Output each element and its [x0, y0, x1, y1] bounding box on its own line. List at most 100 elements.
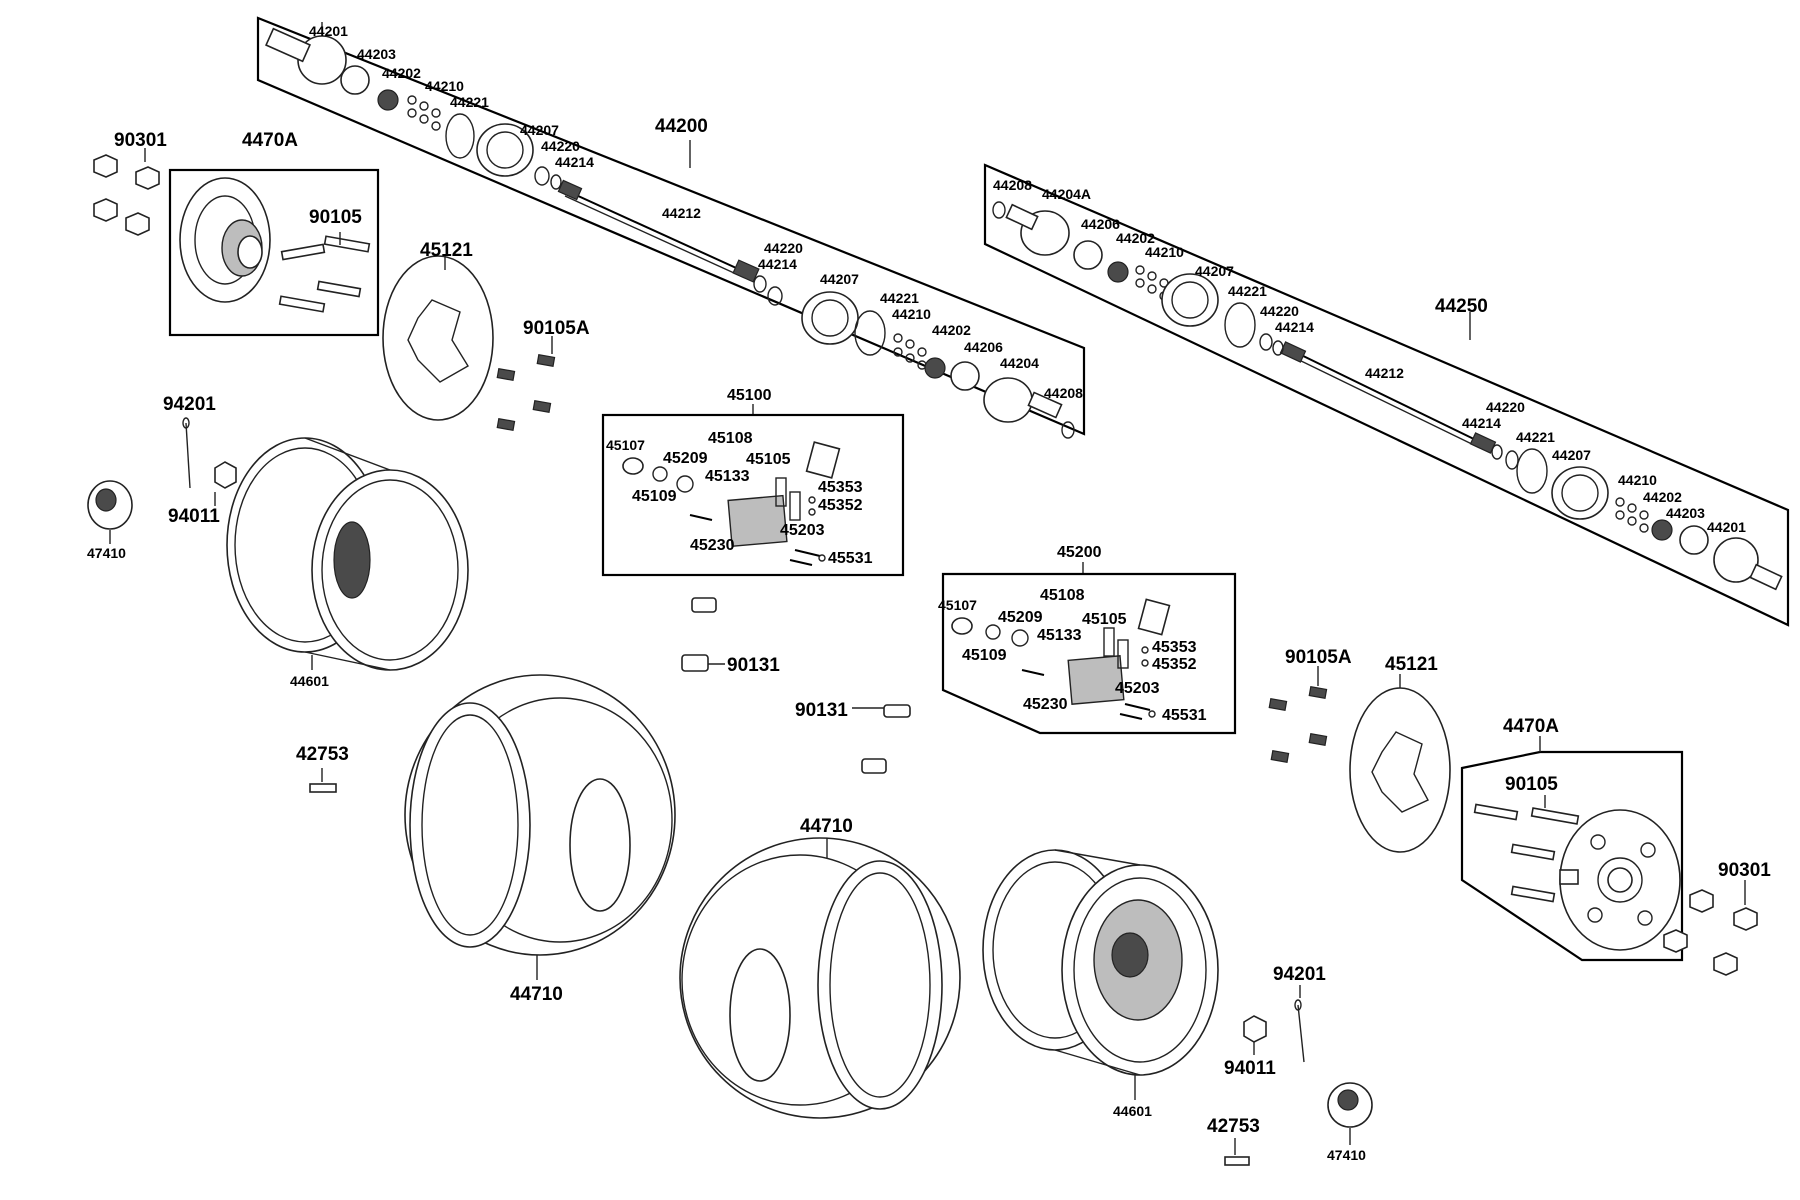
front-circlip-left[interactable]: [550, 174, 562, 190]
rear-axle-shaft: [1294, 351, 1481, 443]
front-cv-joint-right[interactable]: [983, 377, 1033, 423]
caliper-left-panel: [601, 413, 905, 577]
label-44601-left: 44601: [290, 673, 329, 689]
label-44202b: 44202: [932, 322, 971, 338]
right-tire[interactable]: [679, 837, 961, 1119]
right-disc-bolts[interactable]: [1268, 685, 1328, 764]
label-44710-right: 44710: [800, 816, 853, 837]
right-castle-nut[interactable]: [1243, 1015, 1267, 1043]
label-45353: 45353: [818, 479, 863, 496]
right-wheel-nuts[interactable]: [1663, 889, 1758, 976]
left-cotter-pin[interactable]: [185, 422, 191, 489]
label-45203: 45203: [1115, 680, 1160, 697]
label-44206: 44206: [1081, 216, 1120, 232]
caliper-right-body[interactable]: [1067, 655, 1125, 705]
caliper-left-body[interactable]: [727, 494, 788, 548]
rear-boot-right[interactable]: [1551, 466, 1609, 520]
center-bolts-90131[interactable]: [681, 597, 911, 774]
caliper-left-group: [601, 404, 905, 577]
label-45200: 45200: [1057, 544, 1102, 561]
right-hub-group: [1268, 666, 1758, 976]
left-brake-disc[interactable]: [382, 255, 494, 421]
left-disc-bolts[interactable]: [496, 353, 556, 432]
left-rim[interactable]: [226, 437, 469, 671]
rear-boot-left[interactable]: [1161, 273, 1219, 327]
rear-inner-race-left[interactable]: [1107, 261, 1129, 283]
front-small-clamp-left[interactable]: [534, 166, 550, 186]
front-small-clamp-right[interactable]: [753, 275, 767, 293]
left-tire[interactable]: [404, 674, 676, 956]
left-wheel-nuts[interactable]: [93, 154, 160, 236]
caliper-right-seal[interactable]: [985, 624, 1001, 640]
left-hub-bolts[interactable]: [278, 235, 371, 313]
caliper-right-labels: 45200 45107 45108 45209 45105 45133 4510…: [938, 544, 1207, 724]
label-90105A-left: 90105A: [523, 318, 590, 339]
rear-bearing-cage-right[interactable]: [1679, 525, 1709, 555]
label-90131-b: 90131: [795, 700, 848, 721]
label-44221: 44221: [1228, 283, 1267, 299]
left-valve-stem[interactable]: [309, 783, 337, 793]
left-castle-nut[interactable]: [214, 461, 237, 489]
label-44201: 44201: [309, 23, 348, 39]
right-valve-stem[interactable]: [1224, 1156, 1250, 1166]
right-rim[interactable]: [982, 849, 1219, 1076]
caliper-right-pins[interactable]: [1021, 669, 1151, 720]
caliper-left-piston[interactable]: [622, 457, 644, 475]
front-inner-race-right[interactable]: [924, 357, 946, 379]
label-44207: 44207: [1195, 263, 1234, 279]
rear-balls-right[interactable]: [1615, 497, 1649, 533]
label-45531: 45531: [828, 550, 873, 567]
front-circlip-end[interactable]: [1061, 421, 1075, 439]
front-balls-left[interactable]: [407, 95, 441, 131]
label-45109: 45109: [632, 488, 677, 505]
rear-small-clamp-right[interactable]: [1505, 450, 1519, 470]
rear-cv-joint-right[interactable]: [1713, 537, 1759, 583]
rear-small-clamp-left[interactable]: [1259, 333, 1273, 351]
front-inner-race-left[interactable]: [377, 89, 399, 111]
front-bearing-cage-left[interactable]: [340, 65, 370, 95]
label-94011-left: 94011: [168, 506, 220, 527]
front-circlip-right[interactable]: [767, 286, 783, 306]
rear-circlip-right[interactable]: [1491, 444, 1503, 460]
wheels-labels: 94201 94011 47410 44601 42753 90131 9013…: [87, 394, 1366, 1163]
right-brake-disc[interactable]: [1349, 687, 1451, 853]
rear-clamp-right[interactable]: [1516, 448, 1548, 494]
label-44220b: 44220: [764, 240, 803, 256]
rear-circlip-left[interactable]: [1272, 340, 1284, 356]
caliper-right-bracket[interactable]: [1137, 598, 1171, 636]
label-44212: 44212: [1365, 365, 1404, 381]
rear-inner-race-right[interactable]: [1651, 519, 1673, 541]
rear-bearing-cage-left[interactable]: [1073, 240, 1103, 270]
left-hub-labels: 90301 4470A 90105 45121 90105A: [114, 130, 590, 339]
caliper-left-seal[interactable]: [652, 466, 668, 482]
label-45105: 45105: [746, 451, 791, 468]
label-44204A: 44204A: [1042, 186, 1091, 202]
front-boot-left[interactable]: [476, 123, 534, 177]
label-45107: 45107: [606, 437, 645, 453]
label-44212: 44212: [662, 205, 701, 221]
label-44210: 44210: [425, 78, 464, 94]
front-boot-right[interactable]: [801, 291, 859, 345]
label-45203: 45203: [780, 522, 825, 539]
label-45108: 45108: [708, 430, 753, 447]
rear-clamp-left[interactable]: [1224, 302, 1256, 348]
front-clamp-left[interactable]: [445, 113, 475, 159]
rear-circlip-end[interactable]: [992, 201, 1006, 219]
caliper-left-bracket[interactable]: [805, 441, 841, 479]
label-44207b: 44207: [820, 271, 859, 287]
right-hub-bolts[interactable]: [1473, 803, 1580, 903]
caliper-right-piston[interactable]: [951, 617, 973, 635]
label-44201: 44201: [1707, 519, 1746, 535]
label-44202: 44202: [1116, 230, 1155, 246]
front-shaft-labels: 44200 44201 44203 44202 44210 44221 4420…: [309, 23, 1083, 401]
caliper-left-pins[interactable]: [689, 514, 821, 566]
label-44214: 44214: [555, 154, 594, 170]
label-44601-right: 44601: [1113, 1103, 1152, 1119]
front-clamp-right[interactable]: [854, 310, 886, 356]
label-90131-a: 90131: [727, 655, 780, 676]
front-bearing-cage-right[interactable]: [950, 361, 980, 391]
label-45121-left: 45121: [420, 240, 473, 261]
right-cotter-pin[interactable]: [1297, 1004, 1305, 1063]
label-90301-right: 90301: [1718, 860, 1771, 881]
